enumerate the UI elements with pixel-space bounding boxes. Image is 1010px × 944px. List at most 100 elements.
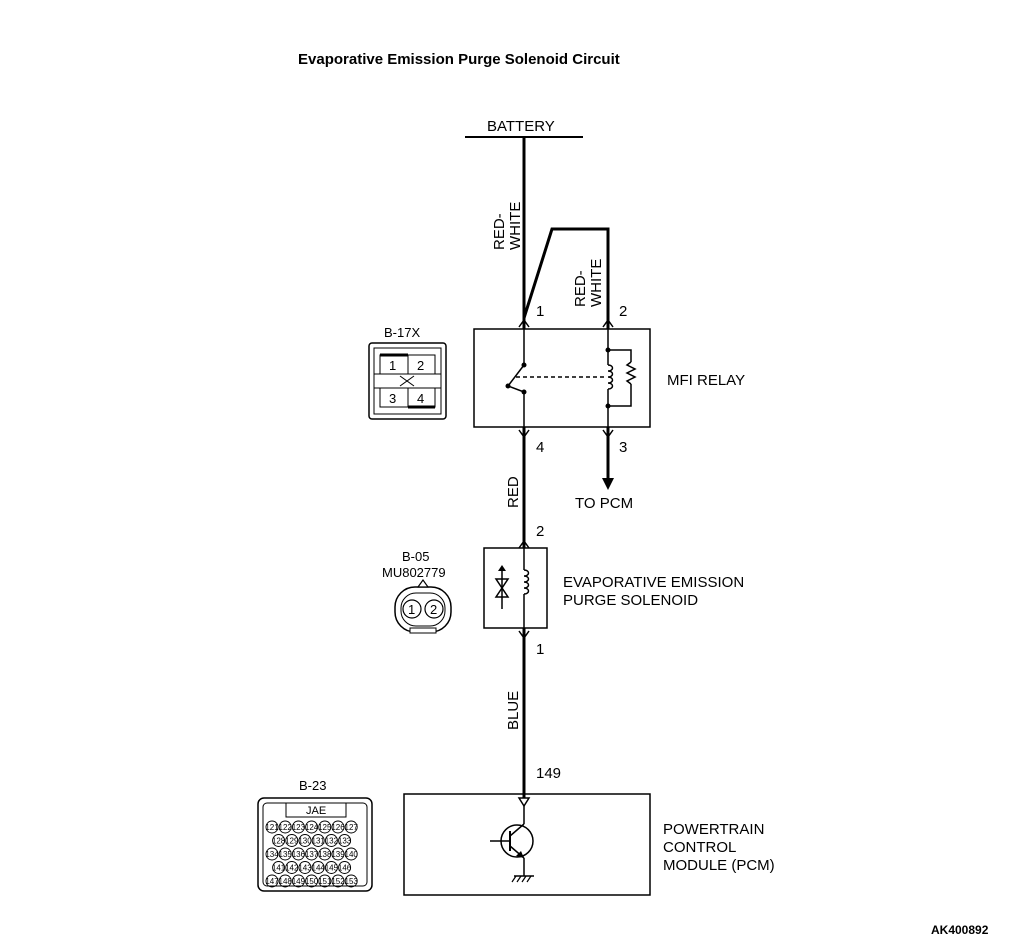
b23-pin-cavity bbox=[291, 874, 305, 888]
b23-pin-cavity bbox=[338, 861, 352, 874]
b23-pin-cavity bbox=[338, 834, 352, 847]
b23-brand: JAE bbox=[306, 805, 326, 817]
b23-pin-label: 138 bbox=[318, 850, 332, 859]
pcm-label-line1: POWERTRAIN bbox=[663, 821, 764, 838]
b23-pin-cavity bbox=[324, 834, 338, 847]
pcm-label-line3: MODULE (PCM) bbox=[663, 857, 775, 874]
connector-b05: 1 2 bbox=[394, 578, 452, 634]
b23-pin-cavity bbox=[265, 847, 279, 861]
b23-pin-label: 151 bbox=[318, 877, 332, 886]
b23-pin-label: 143 bbox=[298, 863, 312, 872]
b23-pin-label: 122 bbox=[279, 823, 293, 832]
b23-pin-cavity bbox=[344, 847, 358, 861]
b23-pin-label: 134 bbox=[265, 850, 279, 859]
wire-relay-pin2-feed bbox=[522, 227, 610, 319]
b05-pin-1: 1 bbox=[408, 602, 415, 617]
wire-label-red: RED bbox=[505, 476, 522, 508]
battery-label: BATTERY bbox=[487, 118, 555, 135]
b23-pin-label: 127 bbox=[345, 823, 359, 832]
b23-pin-label: 152 bbox=[331, 877, 345, 886]
connector-b05-id: B-05 bbox=[402, 549, 429, 564]
b23-pin-cavity bbox=[344, 820, 358, 834]
b23-pin-cavity bbox=[278, 874, 292, 888]
pcm-pin-149: 149 bbox=[536, 765, 561, 782]
b23-pin-cavity bbox=[318, 820, 332, 834]
b23-pin-label: 150 bbox=[305, 877, 319, 886]
ground-icon bbox=[511, 875, 534, 883]
connector-b05-part: MU802779 bbox=[382, 565, 446, 580]
relay-resistor-icon bbox=[625, 361, 637, 385]
b23-pin-label: 147 bbox=[265, 877, 279, 886]
b23-pin-label: 129 bbox=[285, 836, 299, 845]
wire-label-blue: BLUE bbox=[505, 691, 522, 730]
b17x-pin-2: 2 bbox=[417, 358, 424, 373]
connector-b17x: 1 2 3 4 bbox=[368, 342, 447, 420]
relay-coil-icon bbox=[607, 364, 614, 390]
b23-pin-cavity bbox=[272, 861, 286, 874]
transistor-icon bbox=[490, 806, 534, 876]
b23-pin-cavity bbox=[318, 874, 332, 888]
b17x-pin-1: 1 bbox=[389, 358, 396, 373]
b23-pin-label: 135 bbox=[279, 850, 293, 859]
pcm-pin-arrow bbox=[517, 797, 531, 808]
b23-pin-cavity bbox=[298, 834, 312, 847]
relay-pin-3: 3 bbox=[619, 439, 627, 456]
b23-pin-cavity bbox=[305, 847, 319, 861]
wire-label-red-white-1: RED- WHITE bbox=[491, 202, 524, 250]
pcm-label-line2: CONTROL bbox=[663, 839, 736, 856]
b23-pin-cavity bbox=[324, 861, 338, 874]
b23-pin-label: 141 bbox=[272, 863, 286, 872]
b23-pin-cavity bbox=[311, 861, 325, 874]
b23-pin-label: 133 bbox=[338, 836, 352, 845]
b23-pin-cavity bbox=[344, 874, 358, 888]
b23-pin-cavity bbox=[311, 834, 325, 847]
b23-pin-cavity bbox=[265, 820, 279, 834]
relay-pin-1: 1 bbox=[536, 303, 544, 320]
b23-pin-label: 126 bbox=[331, 823, 345, 832]
connector-b17x-id: B-17X bbox=[384, 325, 420, 340]
b23-pin-label: 136 bbox=[292, 850, 306, 859]
solenoid-coil-icon bbox=[523, 569, 530, 595]
b23-pin-cavity bbox=[285, 861, 299, 874]
relay-pin-4: 4 bbox=[536, 439, 544, 456]
b23-pin-cavity bbox=[278, 847, 292, 861]
b23-pin-label: 149 bbox=[292, 877, 306, 886]
b23-pin-label: 144 bbox=[312, 863, 326, 872]
b23-pin-cavity bbox=[278, 820, 292, 834]
b23-pin-cavity bbox=[331, 874, 345, 888]
connector-b23-id: B-23 bbox=[299, 778, 326, 793]
pcm-box bbox=[403, 793, 651, 896]
b23-pin-label: 139 bbox=[331, 850, 345, 859]
b23-pin-label: 130 bbox=[298, 836, 312, 845]
b23-pin-label: 140 bbox=[345, 850, 359, 859]
solenoid-valve-icon bbox=[494, 565, 510, 609]
relay-pin-2: 2 bbox=[619, 303, 627, 320]
to-pcm-label: TO PCM bbox=[575, 495, 633, 512]
solenoid-box bbox=[483, 547, 548, 629]
diagram-title: Evaporative Emission Purge Solenoid Circ… bbox=[298, 51, 620, 68]
b23-pin-cavity bbox=[291, 847, 305, 861]
solenoid-pin-2: 2 bbox=[536, 523, 544, 540]
b23-pin-cavity bbox=[285, 834, 299, 847]
b23-pin-label: 142 bbox=[285, 863, 299, 872]
b23-pin-label: 146 bbox=[338, 863, 352, 872]
b23-pin-label: 124 bbox=[305, 823, 319, 832]
b23-pin-cavity bbox=[318, 847, 332, 861]
mfi-relay-box bbox=[473, 328, 651, 428]
solenoid-label-line2: PURGE SOLENOID bbox=[563, 592, 698, 609]
b23-pin-label: 121 bbox=[265, 823, 279, 832]
figure-code: AK400892 bbox=[931, 923, 989, 937]
b23-pin-label: 123 bbox=[292, 823, 306, 832]
b23-pin-cavity bbox=[298, 861, 312, 874]
b05-pin-2: 2 bbox=[430, 602, 437, 617]
b23-pin-cavity bbox=[305, 874, 319, 888]
wire-label-red-white-2: RED- WHITE bbox=[572, 259, 605, 307]
b23-pin-cavity bbox=[272, 834, 286, 847]
b23-pin-label: 145 bbox=[325, 863, 339, 872]
b23-pin-label: 131 bbox=[312, 836, 326, 845]
b23-pin-cavity bbox=[331, 847, 345, 861]
b17x-pin-4: 4 bbox=[417, 391, 424, 406]
b23-pin-cavity bbox=[331, 820, 345, 834]
